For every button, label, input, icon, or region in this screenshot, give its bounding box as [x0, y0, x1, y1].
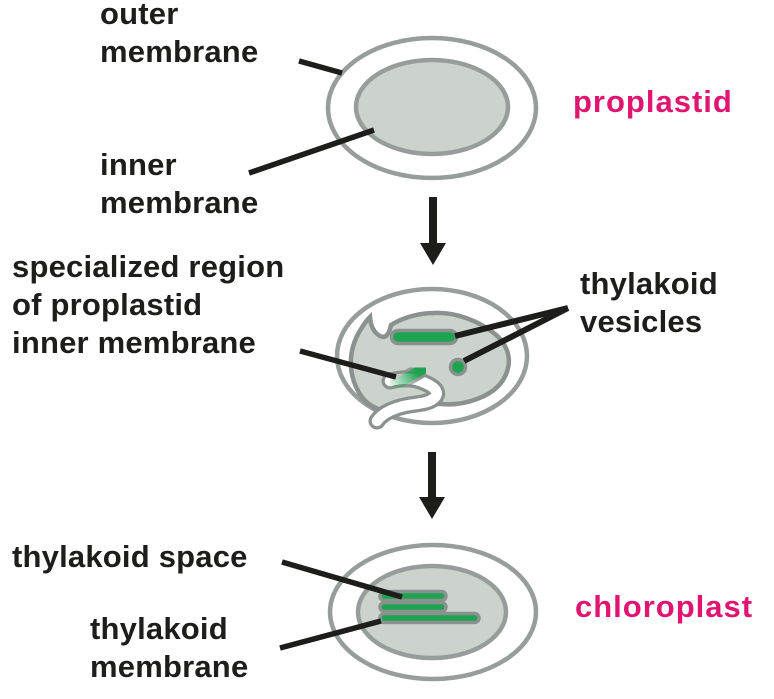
thylakoid-space-leader-line	[281, 559, 403, 600]
specialized-region-tongue	[385, 361, 431, 394]
thylakoid-vesicles-leader-line-circle	[462, 305, 570, 364]
thylakoid-membrane-label-line1: thylakoid	[90, 611, 228, 646]
outer-membrane-label: outer membrane	[100, 0, 258, 71]
inner-membrane-label-line1: inner	[100, 147, 177, 182]
specialized-region-leader-line	[299, 348, 397, 380]
outer-membrane-leader-line	[298, 58, 343, 76]
down-arrow-icon-1	[420, 197, 446, 265]
chloroplast-organelle	[327, 542, 539, 682]
outer-membrane-label-line2: membrane	[100, 34, 259, 69]
specialized-region-label: specialized region of proplastid inner m…	[12, 248, 284, 362]
thylakoid-membrane-label: thylakoid membrane	[90, 610, 248, 686]
specialized-region-label-line2: of proplastid	[12, 287, 203, 322]
thylakoid-vesicle-bar	[389, 328, 459, 346]
thylakoid-vesicles-label: thylakoid vesicles	[580, 265, 718, 341]
down-arrow-icon-2	[419, 452, 445, 519]
specialized-region-label-line3: inner membrane	[12, 325, 256, 360]
chloroplast-stage-label: chloroplast	[575, 589, 754, 624]
thylakoid-membrane-leader-line	[279, 618, 382, 651]
specialized-region-label-line1: specialized region	[12, 249, 285, 284]
thylakoid-vesicle-circle	[448, 357, 468, 377]
thylakoid-membrane-stack-bar-2	[378, 600, 448, 614]
proplastid-organelle	[325, 35, 539, 181]
thylakoid-vesicles-leader-line-bar	[454, 305, 569, 339]
thylakoid-vesicles-label-line2: vesicles	[580, 304, 703, 339]
thylakoid-space-label: thylakoid space	[12, 539, 248, 574]
specialized-region-fill	[388, 364, 428, 391]
outer-membrane-label-line1: outer	[100, 0, 179, 31]
intermediate-plastid-organelle	[334, 286, 530, 430]
thylakoid-membrane-stack-bar-3	[378, 611, 481, 625]
inner-membrane-label-line2: membrane	[100, 185, 259, 220]
thylakoid-vesicles-label-line1: thylakoid	[580, 266, 718, 301]
thylakoid-membrane-label-line2: membrane	[90, 649, 249, 684]
inner-membrane-leader-line	[248, 127, 375, 176]
proplastid-stage-label: proplastid	[573, 84, 733, 119]
proplastid-inner-membrane-ellipse	[353, 57, 511, 157]
inner-membrane-label: inner membrane	[100, 146, 258, 222]
